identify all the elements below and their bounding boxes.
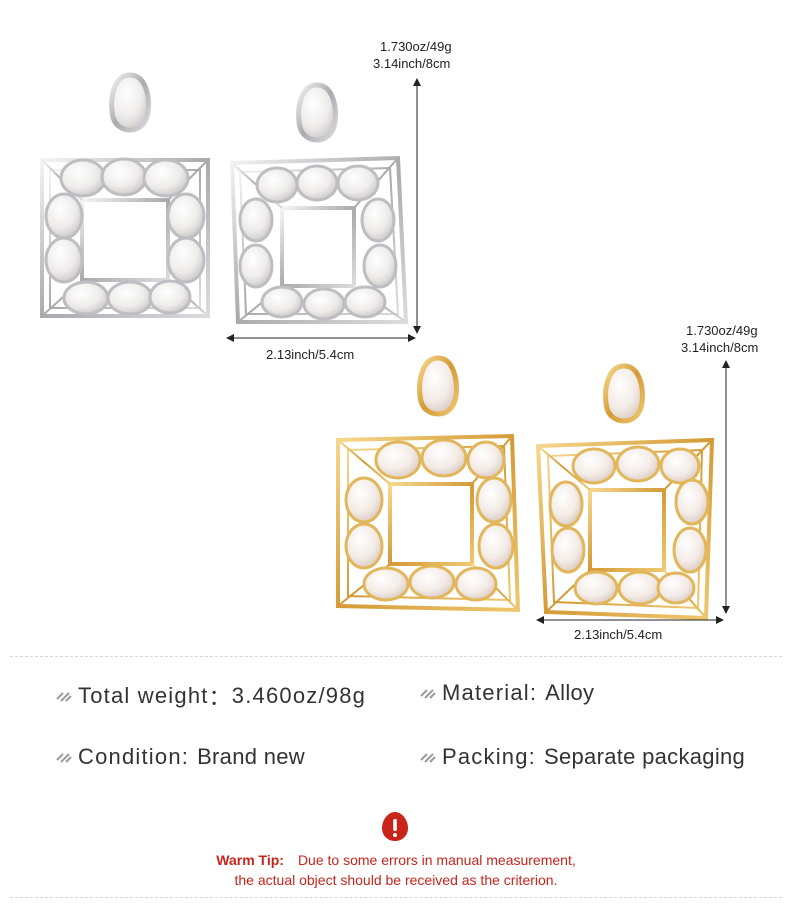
silver-weight-label: 1.730oz/49g [380, 39, 452, 54]
spec-material-value: Alloy [545, 680, 595, 705]
warm-tip-text-1: Due to some errors in manual measurement… [297, 852, 576, 868]
hatch-bullet-icon [56, 692, 72, 702]
warm-tip-line1: Warm Tip: Due to some errors in manual me… [0, 852, 792, 868]
warm-tip-label: Warm Tip: [216, 852, 284, 868]
silver-width-arrow [226, 334, 416, 342]
bottom-divider [10, 897, 782, 898]
spec-packing-label: Packing: [442, 744, 536, 769]
spec-condition-value: Brand new [197, 744, 305, 769]
spec-total-weight-label: Total weight [78, 683, 209, 708]
spec-packing-value: Separate packaging [543, 744, 746, 769]
gold-width-arrow [536, 616, 724, 624]
gold-height-arrow [722, 360, 730, 614]
spec-material-label: Material: [442, 680, 538, 705]
gold-weight-label: 1.730oz/49g [686, 323, 758, 338]
spec-condition-label: Condition: [78, 744, 190, 769]
gold-width-label: 2.13inch/5.4cm [574, 627, 663, 642]
silver-height-arrow [413, 78, 421, 334]
silver-width-label: 2.13inch/5.4cm [266, 347, 355, 362]
hatch-bullet-icon [420, 753, 436, 763]
spec-total-weight-sep: ： [208, 685, 232, 710]
warning-icon [382, 812, 408, 841]
top-divider [10, 656, 782, 657]
hatch-bullet-icon [420, 689, 436, 699]
gold-height-label: 3.14inch/8cm [681, 340, 759, 355]
silver-height-label: 3.14inch/8cm [373, 56, 451, 71]
spec-total-weight: Total weight：3.460oz/98g [56, 680, 366, 712]
hatch-bullet-icon [56, 753, 72, 763]
spec-total-weight-value: 3.460oz/98g [231, 683, 367, 708]
spec-packing: Packing: Separate packaging [420, 744, 745, 770]
spec-condition: Condition: Brand new [56, 744, 305, 770]
gold-earrings-photo [320, 352, 740, 622]
silver-earrings-photo [20, 70, 420, 330]
spec-material: Material: Alloy [420, 680, 594, 706]
warm-tip-line2: the actual object should be received as … [234, 872, 558, 888]
